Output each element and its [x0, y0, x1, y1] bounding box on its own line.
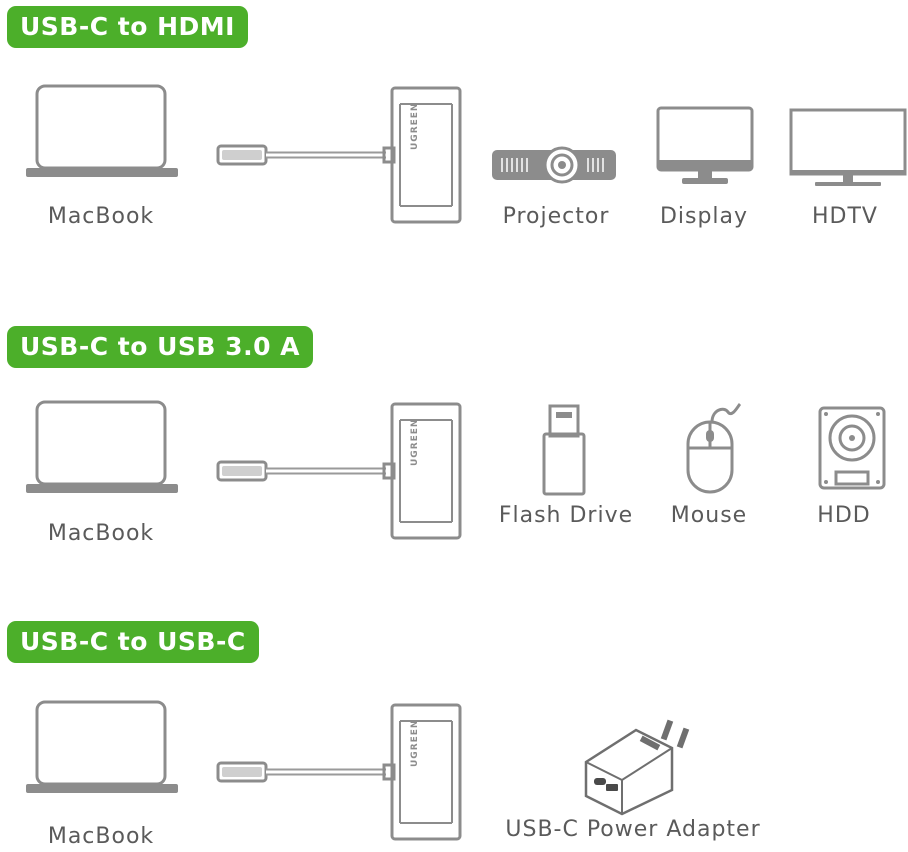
source-label: MacBook — [47, 204, 155, 229]
hdd-icon — [818, 406, 886, 490]
device-label: Flash Drive — [498, 503, 634, 528]
flash-drive-icon — [542, 404, 586, 496]
usb-c-hub-icon — [216, 402, 462, 540]
power-adapter-icon — [584, 719, 690, 816]
projector-icon — [492, 146, 616, 184]
usb-c-hub-icon — [216, 703, 462, 841]
monitor-icon — [656, 106, 754, 184]
laptop-icon — [26, 84, 178, 177]
section-title-badge: USB-C to USB 3.0 A — [7, 326, 314, 368]
mouse-icon — [686, 402, 742, 494]
laptop-icon — [26, 700, 178, 793]
tv-icon — [789, 108, 907, 186]
device-label: HDD — [817, 503, 871, 528]
device-label: Projector — [502, 204, 610, 229]
device-label: USB-C Power Adapter — [505, 817, 761, 842]
usb-c-hub-icon — [216, 86, 462, 224]
section-usb-c-to-usb-a: USB-C to USB 3.0 A MacBook UGREEN Flash … — [7, 326, 886, 546]
source-label: MacBook — [47, 521, 155, 546]
section-title-badge: USB-C to HDMI — [7, 6, 248, 48]
laptop-icon — [26, 400, 178, 493]
device-label: Mouse — [670, 503, 748, 528]
source-label: MacBook — [47, 824, 155, 849]
device-label: HDTV — [812, 204, 878, 229]
section-usb-c-to-hdmi: USB-C to HDMI MacBook UGREEN Projector — [0, 0, 908, 290]
section-title-badge: USB-C to USB-C — [7, 621, 259, 663]
adapter-brand-text: UGREEN — [410, 719, 420, 767]
device-label: Display — [659, 204, 749, 229]
